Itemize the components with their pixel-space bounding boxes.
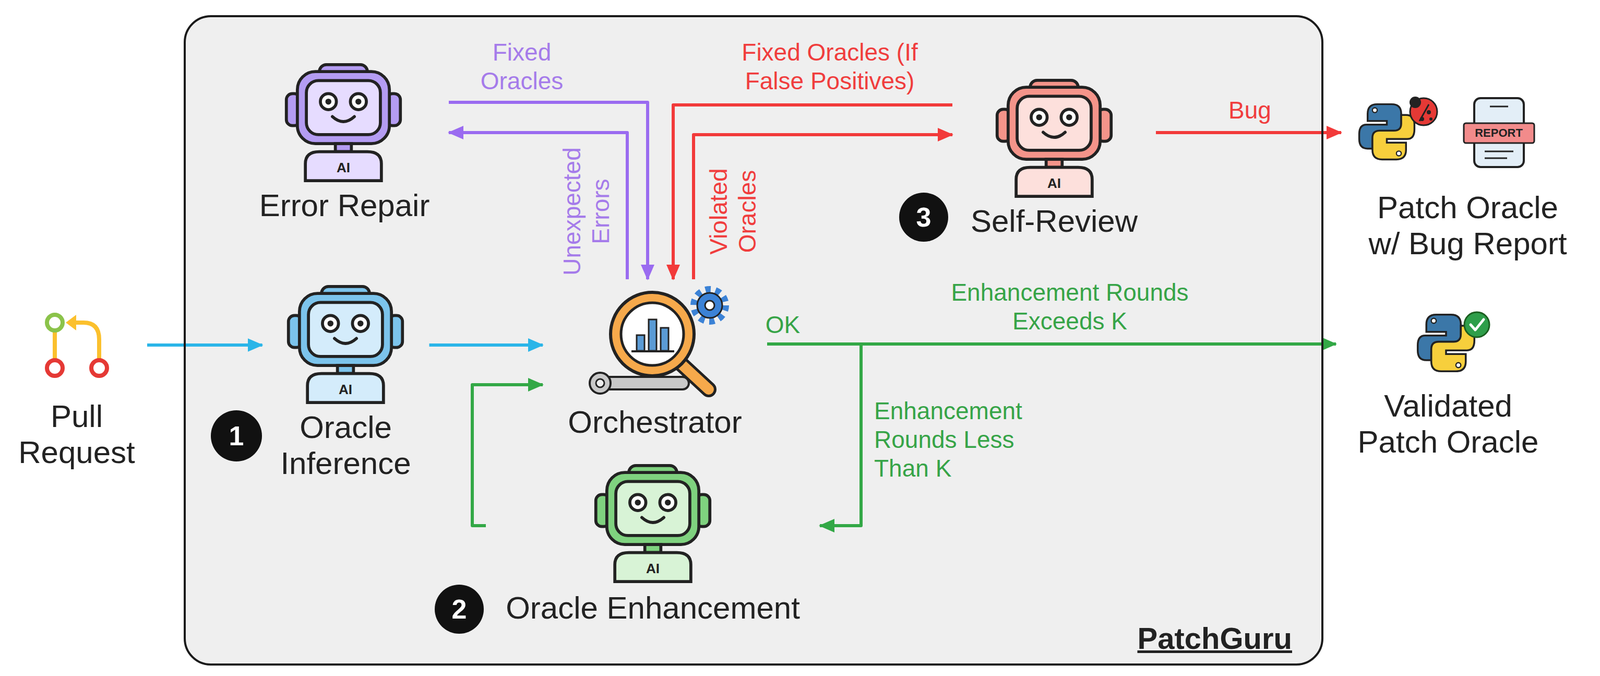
error-repair-agent: Error Repair bbox=[240, 60, 449, 226]
report-banner-text: REPORT bbox=[1474, 126, 1523, 140]
bug-report-output: Patch Oracle w/ Bug Report bbox=[1341, 93, 1595, 264]
error-repair-robot bbox=[286, 64, 401, 181]
flow-arrow bbox=[673, 104, 953, 280]
flow-arrow bbox=[693, 134, 953, 280]
pull-request-node: Pull Request bbox=[6, 305, 148, 473]
node-label: Orchestrator bbox=[567, 403, 742, 440]
oracle-enhancement-agent: Oracle Enhancement bbox=[485, 460, 820, 628]
node-label: Oracle Enhancement bbox=[505, 589, 800, 626]
flow-arrow bbox=[767, 343, 862, 526]
flow-arrow bbox=[147, 343, 263, 347]
oracle-inference-robot bbox=[288, 286, 403, 403]
robot-badge: AI bbox=[336, 160, 351, 176]
callout-number: 2 bbox=[434, 584, 484, 634]
flow-arrow bbox=[448, 102, 648, 280]
edge-label: Violated Oracles bbox=[704, 153, 762, 269]
self-review-agent: Self-Review bbox=[952, 75, 1156, 242]
patchguru-frame: PatchGuru Error RepairOracle Inference Orc… bbox=[183, 15, 1324, 666]
orchestrator-icon bbox=[589, 289, 726, 394]
validated-oracle-icon bbox=[1417, 312, 1490, 372]
flow-arrow bbox=[429, 343, 544, 347]
robot-badge: AI bbox=[646, 560, 660, 577]
flow-arrow bbox=[472, 384, 543, 526]
validated-oracle-output: Validated Patch Oracle bbox=[1335, 307, 1561, 462]
node-label: Pull Request bbox=[11, 398, 142, 471]
node-label: Validated Patch Oracle bbox=[1343, 387, 1553, 460]
robot-badge: AI bbox=[338, 381, 353, 398]
robot-badge: AI bbox=[1047, 175, 1061, 191]
node-label: Error Repair bbox=[259, 187, 431, 224]
flow-arrow bbox=[1155, 130, 1342, 135]
self-review-robot bbox=[997, 80, 1112, 197]
orchestrator-node: Orchestrator bbox=[542, 279, 768, 443]
pull-request-icon bbox=[46, 314, 107, 376]
frame-ground bbox=[183, 15, 1324, 666]
node-label: Patch Oracle w/ Bug Report bbox=[1360, 189, 1575, 262]
edge-label: Fixed Oracles (If False Positives) bbox=[714, 38, 945, 96]
edge-label: Enhancement Rounds Less Than K bbox=[874, 396, 1052, 484]
bug-report-icons bbox=[1359, 96, 1535, 167]
node-label: Oracle Inference bbox=[267, 409, 425, 482]
edge-label: Fixed Oracles bbox=[464, 38, 580, 96]
callout-number: 3 bbox=[899, 192, 949, 242]
callout-number: 1 bbox=[210, 410, 262, 462]
oracle-enhancement-robot bbox=[595, 465, 711, 582]
node-label: Self-Review bbox=[970, 203, 1138, 240]
branch-label: OK bbox=[765, 311, 800, 339]
frame-title: PatchGuru bbox=[1137, 621, 1293, 656]
edge-label: Unexpected Errors bbox=[557, 138, 616, 285]
edge-label: Enhancement Rounds Exceeds K bbox=[941, 278, 1198, 336]
edge-label: Bug bbox=[1208, 96, 1292, 125]
